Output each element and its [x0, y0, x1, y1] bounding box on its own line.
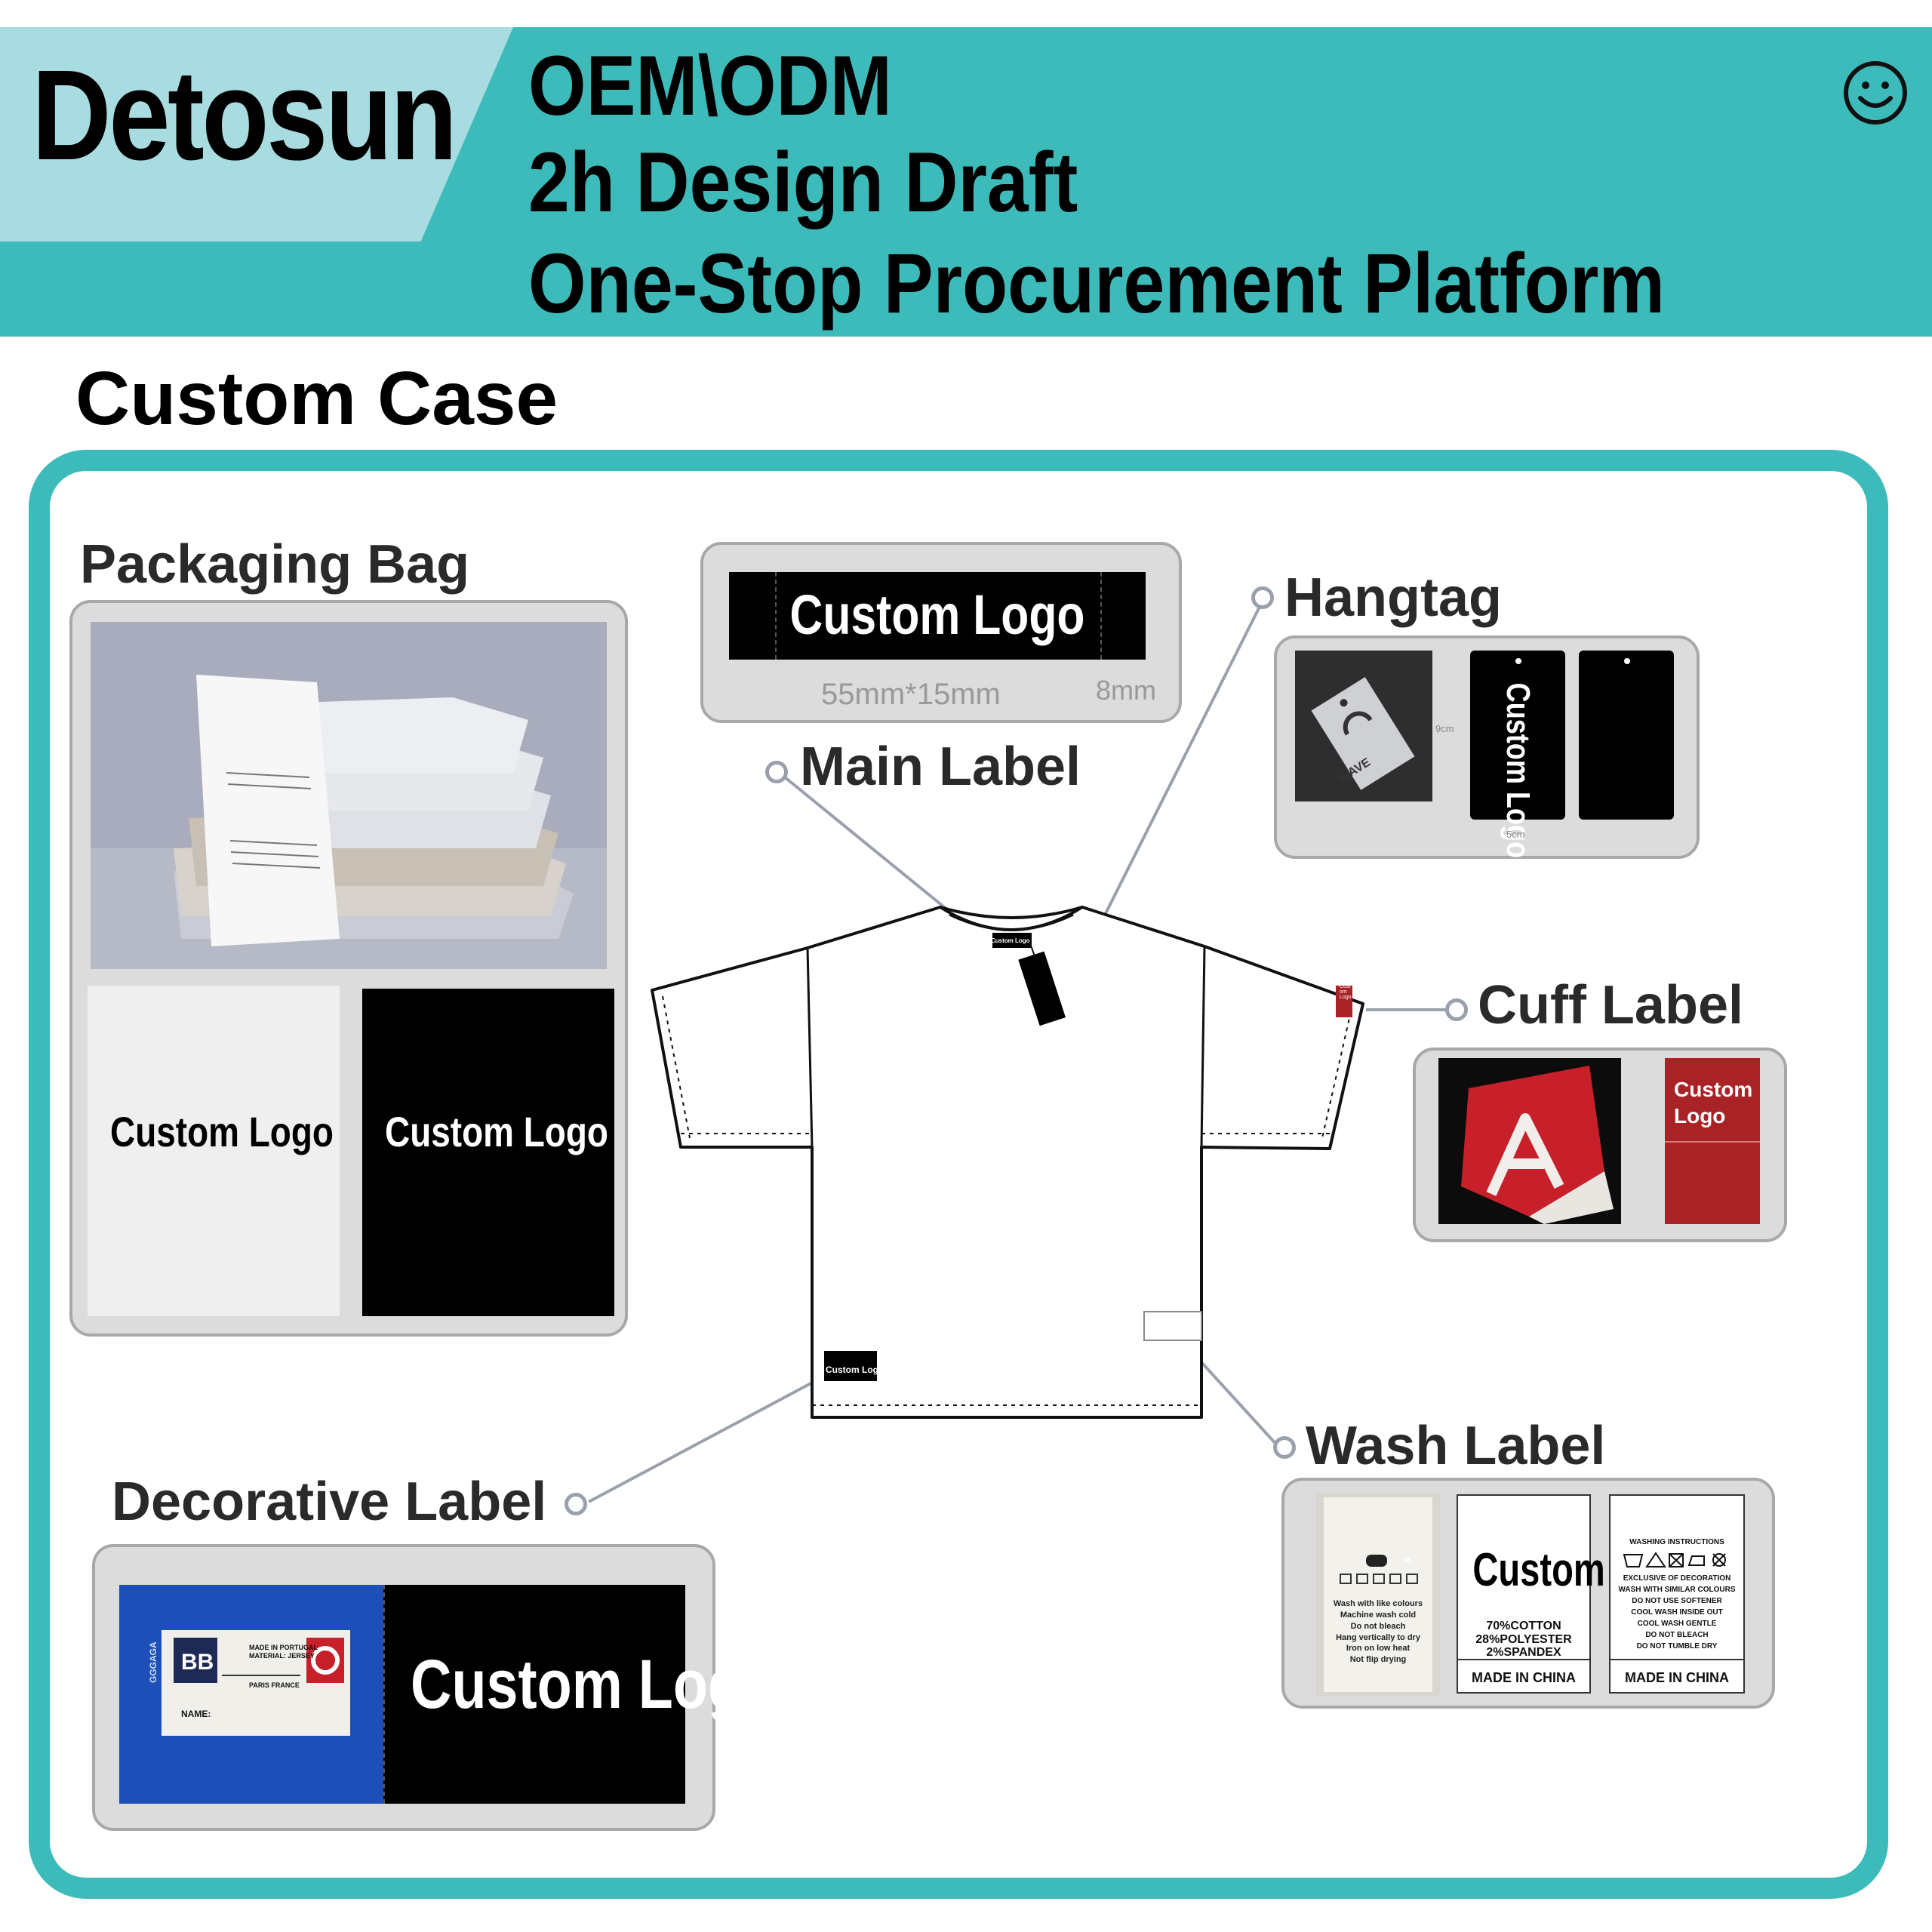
cuff-label-photo: [1438, 1058, 1621, 1224]
main-label-dot: [765, 761, 788, 783]
wash-instructions-label: [1609, 1494, 1745, 1694]
hangtag-hole: [1515, 658, 1521, 664]
wash-made-in: MADE IN CHINA: [1472, 1670, 1576, 1685]
wash-instructions: EXCLUSIVE OF DECORATION WASH WITH SIMILA…: [1618, 1574, 1736, 1651]
cuff-label-fold: [1665, 1141, 1760, 1143]
main-label-size: 55mm*15mm: [821, 678, 1001, 711]
decorative-label-custom: [383, 1585, 685, 1804]
section-title: Custom Case: [75, 356, 558, 441]
hangtag-width: 5cm: [1506, 829, 1525, 840]
hangtag-height: 9cm: [1435, 723, 1454, 734]
wash-label-photo: [1316, 1493, 1440, 1697]
wash-divider: [1458, 1659, 1589, 1660]
tagline-oem: OEM\ODM: [528, 38, 892, 133]
decorative-label-stitch: [383, 1585, 385, 1804]
tshirt-illustration: [651, 906, 1364, 1419]
svg-text:BB: BB: [181, 1650, 214, 1675]
decorative-photo-text-2: PARIS FRANCE: [249, 1681, 300, 1689]
decorative-photo-text-1: MADE IN PORTUGAL MATERIAL: JERSEY: [249, 1644, 318, 1660]
hangtag-photo: WAVE: [1295, 651, 1432, 801]
decorative-label-photo: BB: [119, 1585, 383, 1804]
wash-divider-2: [1611, 1659, 1743, 1660]
hangtag-dot: [1251, 586, 1274, 609]
white-bag-logo: Custom Logo: [110, 1108, 334, 1155]
packaging-title: Packaging Bag: [80, 534, 470, 595]
main-label-woven: [729, 572, 1146, 660]
hangtag-front: [1470, 651, 1565, 820]
wash-label-dot: [1273, 1436, 1296, 1459]
black-bag: [362, 989, 614, 1316]
main-label-fold-right: [1100, 572, 1102, 660]
main-label-title: Main Label: [800, 737, 1081, 797]
wash-care-symbols-icon: [1623, 1552, 1726, 1567]
cuff-label-text: Custom Logo: [1674, 1078, 1753, 1128]
wash-custom: Custom: [1472, 1544, 1605, 1596]
hangtag-title: Hangtag: [1284, 568, 1502, 628]
wash-composition-label: [1457, 1494, 1591, 1694]
decorative-label-title: Decorative Label: [112, 1472, 547, 1532]
decorative-label-logo: Custom Logo: [411, 1646, 778, 1723]
shirt-neck-label: Custom Logo: [991, 937, 1030, 944]
decorative-photo-brand: GGGAGA: [148, 1641, 158, 1683]
shirt-hem-label: Custom Logo: [826, 1364, 884, 1375]
decorative-photo-name: NAME:: [181, 1709, 211, 1719]
wash-composition: 70%COTTON 28%POLYESTER 2%SPANDEX: [1475, 1620, 1572, 1660]
tagline-design: 2h Design Draft: [528, 135, 1078, 229]
black-bag-logo: Custom Logo: [385, 1108, 608, 1155]
wash-size: M: [1404, 1556, 1411, 1565]
smiley-icon: [1844, 61, 1907, 125]
brand-name: Detosun: [32, 44, 457, 187]
packaging-photo: [91, 622, 607, 969]
wash-made-in-2: MADE IN CHINA: [1625, 1670, 1729, 1685]
hangtag-back: [1579, 651, 1674, 820]
main-label-fold-left: [775, 572, 777, 660]
brand-panel: [0, 27, 513, 242]
main-label-logo: Custom Logo: [789, 583, 1085, 646]
hangtag-back-hole: [1624, 658, 1630, 664]
main-label-fold: 8mm: [1096, 675, 1156, 706]
wash-label-title: Wash Label: [1306, 1416, 1606, 1476]
hangtag-logo: Custom Logo: [1500, 682, 1537, 859]
cuff-label-dot: [1445, 998, 1468, 1021]
white-bag: [88, 986, 340, 1316]
decorative-label-dot: [565, 1493, 587, 1515]
wash-instructions-title: WASHING INSTRUCTIONS: [1629, 1538, 1724, 1546]
cuff-label-title: Cuff Label: [1478, 975, 1743, 1035]
wash-photo-text: Wash with like colours Machine wash cold…: [1333, 1599, 1423, 1665]
tagline-platform: One-Stop Procurement Platform: [528, 236, 1665, 331]
shirt-sleeve-label: Custom Logo: [1340, 984, 1352, 1000]
